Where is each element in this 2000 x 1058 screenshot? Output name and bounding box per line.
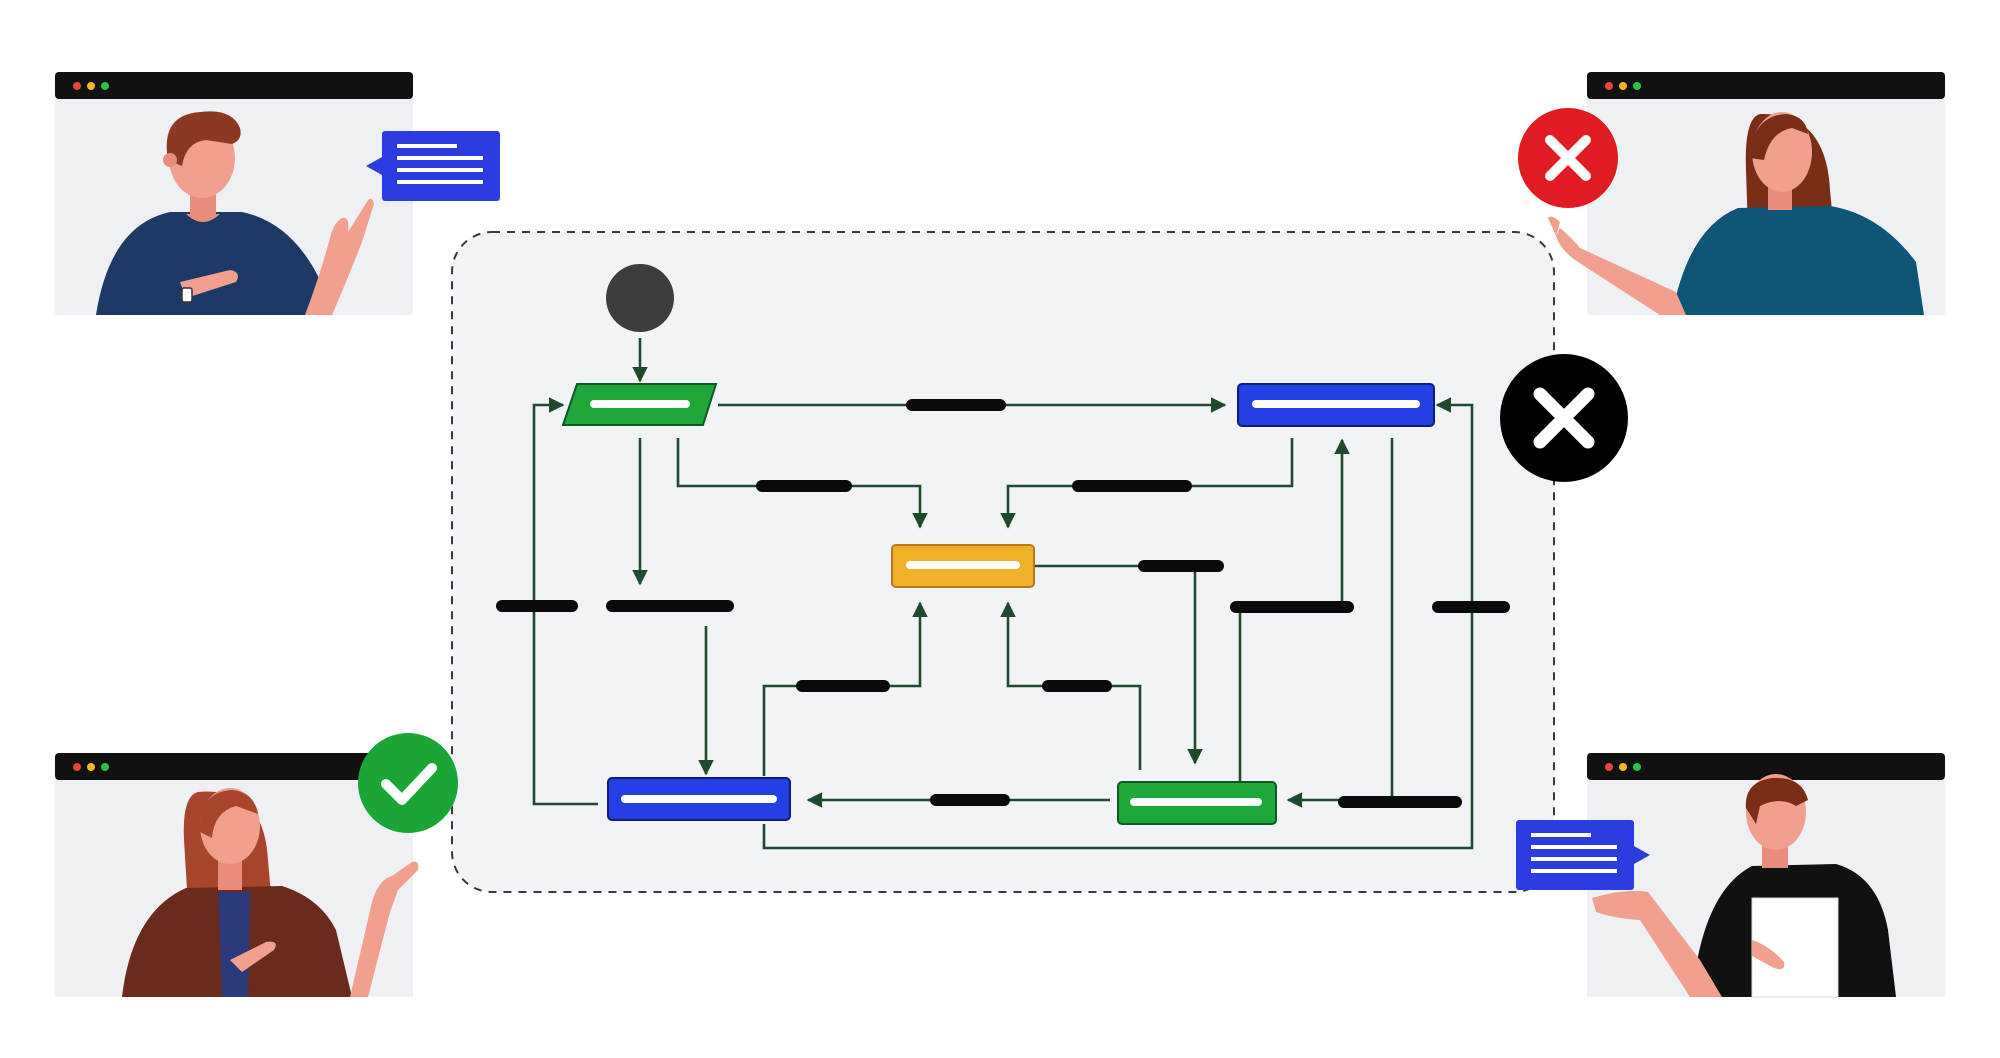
window-titlebar (1587, 753, 1945, 780)
rejected-x-icon (1500, 354, 1628, 482)
close-dot-icon (1605, 82, 1613, 90)
label-s3-s5 (1138, 560, 1224, 572)
label-s5-s2 (1230, 601, 1354, 613)
label-s1-s3 (756, 480, 852, 492)
window-titlebar (55, 753, 413, 780)
close-dot-icon (73, 763, 81, 771)
state-s2[interactable] (1237, 383, 1435, 427)
label-s4-s2 (1432, 601, 1510, 613)
person-avatar (1592, 774, 1896, 998)
start-node (606, 264, 674, 332)
minimize-dot-icon (87, 763, 95, 771)
minimize-dot-icon (1619, 82, 1627, 90)
label-s4-s3 (796, 680, 890, 692)
checkmark-icon (358, 733, 458, 833)
close-dot-icon (1605, 763, 1613, 771)
person-avatar (1548, 112, 1924, 315)
person-avatar (122, 788, 419, 997)
minimize-dot-icon (87, 82, 95, 90)
chat-bubble-icon (1516, 820, 1650, 890)
error-x-icon (1518, 108, 1618, 208)
state-s4[interactable] (607, 777, 791, 821)
maximize-dot-icon (1633, 763, 1641, 771)
close-dot-icon (73, 82, 81, 90)
label-s1-s2 (906, 399, 1006, 411)
participant-window-bottom-left (55, 733, 458, 997)
edge-s4-s2 (762, 397, 1474, 850)
minimize-dot-icon (1619, 763, 1627, 771)
window-titlebar (55, 72, 413, 99)
label-s5-s3 (1042, 680, 1112, 692)
participant-window-top-left (55, 72, 500, 315)
maximize-dot-icon (101, 82, 109, 90)
participant-window-bottom-right (1516, 753, 1945, 998)
label-s4-s1 (496, 600, 578, 612)
chat-bubble-icon (366, 131, 500, 201)
person-avatar (96, 111, 374, 315)
state-s3[interactable] (891, 544, 1035, 588)
participant-window-top-right (1518, 72, 1945, 315)
label-s1-s4 (606, 600, 734, 612)
transition-labels (496, 399, 1510, 808)
label-s5-s4 (930, 794, 1010, 806)
window-titlebar (1587, 72, 1945, 99)
state-s1[interactable] (561, 383, 718, 426)
maximize-dot-icon (101, 763, 109, 771)
state-s5[interactable] (1117, 781, 1277, 825)
label-s2-s3 (1072, 480, 1192, 492)
label-s2-s5 (1338, 796, 1462, 808)
maximize-dot-icon (1633, 82, 1641, 90)
